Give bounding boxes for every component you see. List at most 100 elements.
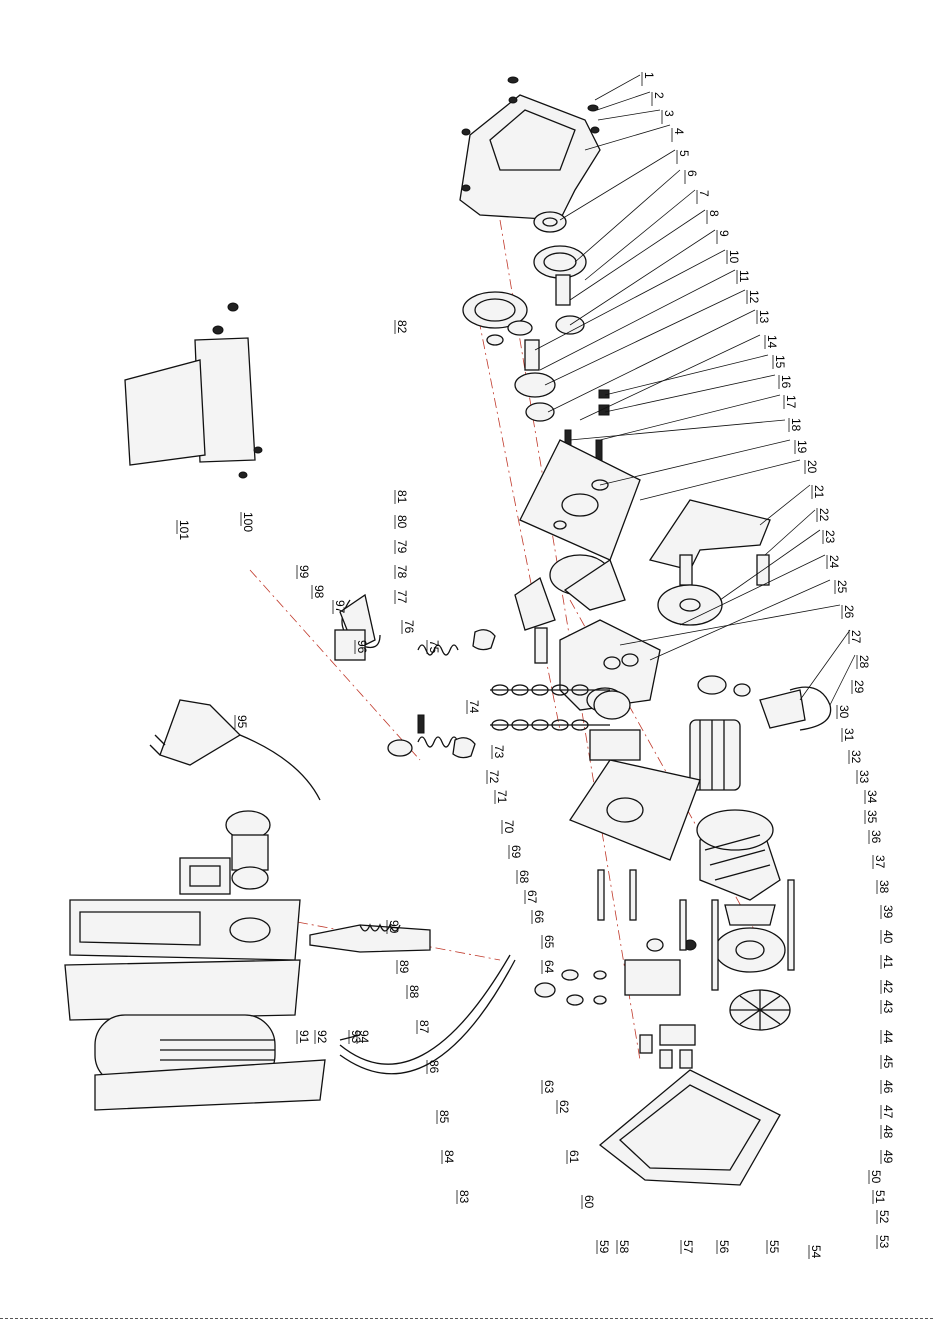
part-number-21: 21 (812, 485, 826, 499)
part-number-67: 67 (525, 890, 539, 904)
part-number-36: 36 (869, 830, 883, 844)
motor-stator (697, 810, 780, 900)
part-number-82: 82 (395, 320, 409, 334)
part-number-90: 90 (387, 920, 401, 934)
lower-plate (570, 688, 700, 860)
part-number-61: 61 (567, 1150, 581, 1164)
part-number-7: 7 (697, 190, 711, 197)
part-number-15: 15 (773, 355, 787, 369)
part-number-84: 84 (442, 1150, 456, 1164)
middle-plate (520, 440, 640, 560)
part-number-65: 65 (542, 935, 556, 949)
part-number-76: 76 (402, 620, 416, 634)
part-number-54: 54 (809, 1245, 823, 1259)
control-wires (340, 955, 515, 1074)
part-number-62: 62 (557, 1100, 571, 1114)
part-number-58: 58 (617, 1240, 631, 1254)
part-number-87: 87 (417, 1020, 431, 1034)
part-number-48: 48 (881, 1125, 895, 1139)
part-number-79: 79 (395, 540, 409, 554)
part-number-50: 50 (869, 1170, 883, 1184)
part-number-77: 77 (395, 590, 409, 604)
part-number-96: 96 (355, 640, 369, 654)
part-number-45: 45 (881, 1055, 895, 1069)
gear-cover (460, 77, 600, 220)
strain-relief (310, 925, 430, 952)
part-number-29: 29 (852, 680, 866, 694)
part-number-83: 83 (457, 1190, 471, 1204)
part-number-6: 6 (685, 170, 699, 177)
part-number-28: 28 (857, 655, 871, 669)
part-number-69: 69 (509, 845, 523, 859)
part-number-89: 89 (397, 960, 411, 974)
part-number-39: 39 (881, 905, 895, 919)
part-number-30: 30 (837, 705, 851, 719)
motor-bracket (650, 500, 770, 585)
part-number-75: 75 (427, 640, 441, 654)
part-number-13: 13 (757, 310, 771, 324)
part-number-64: 64 (542, 960, 556, 974)
part-number-26: 26 (842, 605, 856, 619)
brake-housing (550, 555, 722, 625)
part-number-9: 9 (717, 230, 731, 237)
part-number-25: 25 (835, 580, 849, 594)
mounting-bracket (125, 303, 262, 478)
part-number-46: 46 (881, 1080, 895, 1094)
part-number-32: 32 (849, 750, 863, 764)
part-number-17: 17 (784, 395, 798, 409)
cable-gland (226, 811, 270, 889)
switch (180, 858, 230, 894)
part-number-31: 31 (842, 728, 856, 742)
part-number-5: 5 (677, 150, 691, 157)
part-number-44: 44 (881, 1030, 895, 1044)
scan-edge-line (0, 1318, 933, 1319)
part-number-24: 24 (827, 555, 841, 569)
part-number-60: 60 (582, 1195, 596, 1209)
part-number-33: 33 (857, 770, 871, 784)
motor-rotor (690, 676, 740, 790)
part-number-34: 34 (865, 790, 879, 804)
part-number-59: 59 (597, 1240, 611, 1254)
part-number-68: 68 (517, 870, 531, 884)
part-number-78: 78 (395, 565, 409, 579)
part-number-100: 100 (241, 512, 255, 532)
part-number-40: 40 (881, 930, 895, 944)
part-number-20: 20 (805, 460, 819, 474)
load-chain (490, 685, 630, 730)
part-number-41: 41 (881, 955, 895, 969)
part-number-14: 14 (765, 335, 779, 349)
upper-hook (734, 684, 831, 730)
part-number-18: 18 (789, 418, 803, 432)
part-number-92: 92 (315, 1030, 329, 1044)
control-box (65, 900, 325, 1110)
part-number-12: 12 (747, 290, 761, 304)
part-number-47: 47 (881, 1105, 895, 1119)
part-number-57: 57 (681, 1240, 695, 1254)
part-number-81: 81 (395, 490, 409, 504)
motor-end-shell (715, 905, 785, 972)
part-number-88: 88 (407, 985, 421, 999)
part-number-97: 97 (333, 600, 347, 614)
part-number-27: 27 (849, 630, 863, 644)
part-number-3: 3 (662, 110, 676, 117)
part-number-22: 22 (817, 508, 831, 522)
part-number-52: 52 (877, 1210, 891, 1224)
part-number-85: 85 (437, 1110, 451, 1124)
part-number-43: 43 (881, 1000, 895, 1014)
part-number-80: 80 (395, 515, 409, 529)
fan (730, 990, 790, 1030)
part-number-35: 35 (865, 810, 879, 824)
part-number-98: 98 (312, 585, 326, 599)
part-number-73: 73 (492, 745, 506, 759)
part-number-11: 11 (737, 270, 751, 283)
part-number-19: 19 (795, 440, 809, 454)
part-number-4: 4 (672, 128, 686, 135)
part-number-51: 51 (873, 1190, 887, 1204)
part-number-74: 74 (467, 700, 481, 714)
part-number-70: 70 (502, 820, 516, 834)
part-number-1: 1 (642, 72, 656, 79)
part-number-63: 63 (542, 1080, 556, 1094)
part-number-38: 38 (877, 880, 891, 894)
part-number-55: 55 (767, 1240, 781, 1254)
